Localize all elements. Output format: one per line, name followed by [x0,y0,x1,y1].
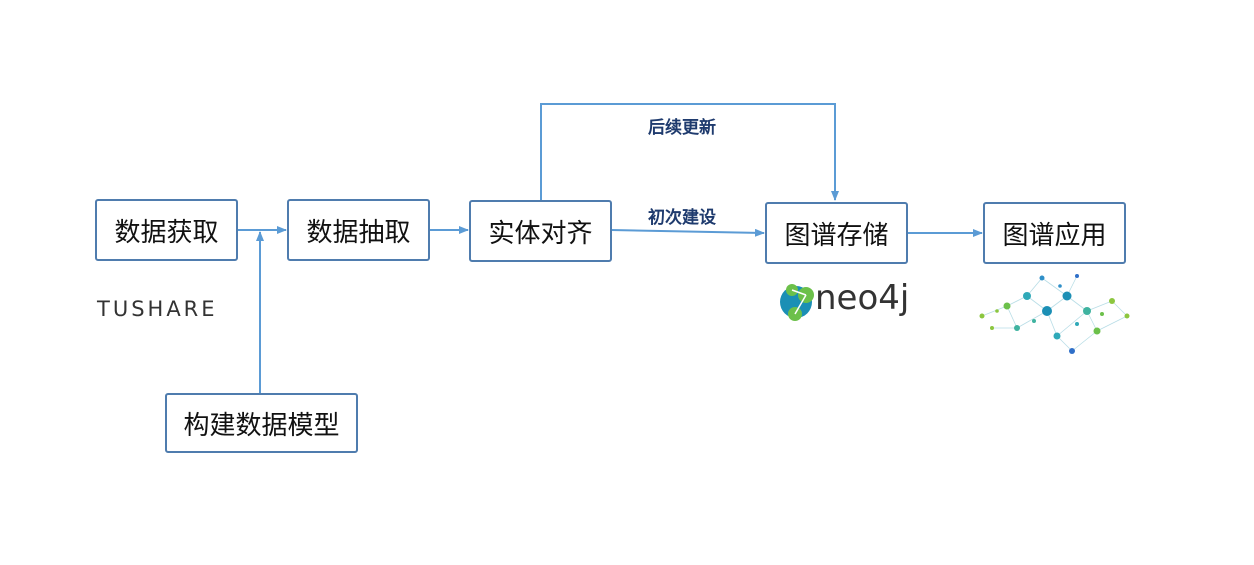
node-graph-storage: 图谱存储 [765,202,908,264]
edge-label-subsequent-update: 后续更新 [648,118,716,138]
tushare-logo: TUSHARE [97,296,237,326]
tushare-logo-text: TUSHARE [97,297,218,321]
node-data-acquisition: 数据获取 [95,199,238,261]
knowledge-graph-network-icon [979,274,1130,354]
arrow-subsequent-update [540,103,839,201]
node-graph-application-label: 图谱应用 [1002,220,1107,251]
arrow-initial-build [610,228,765,237]
node-entity-alignment-label: 实体对齐 [488,218,593,249]
neo4j-logo-text: neo4j [815,278,910,318]
neo4j-logo: neo4j [778,276,910,326]
edge-label-initial-build: 初次建设 [648,208,716,228]
node-build-data-model: 构建数据模型 [165,393,358,453]
node-build-data-model-label: 构建数据模型 [183,410,340,441]
node-graph-storage-label: 图谱存储 [784,220,889,251]
node-data-extraction: 数据抽取 [287,199,430,261]
node-data-extraction-label: 数据抽取 [306,217,411,248]
node-graph-application: 图谱应用 [983,202,1126,264]
node-data-acquisition-label: 数据获取 [114,217,219,248]
node-entity-alignment: 实体对齐 [469,200,612,262]
neo4j-graph-icon [780,284,814,321]
